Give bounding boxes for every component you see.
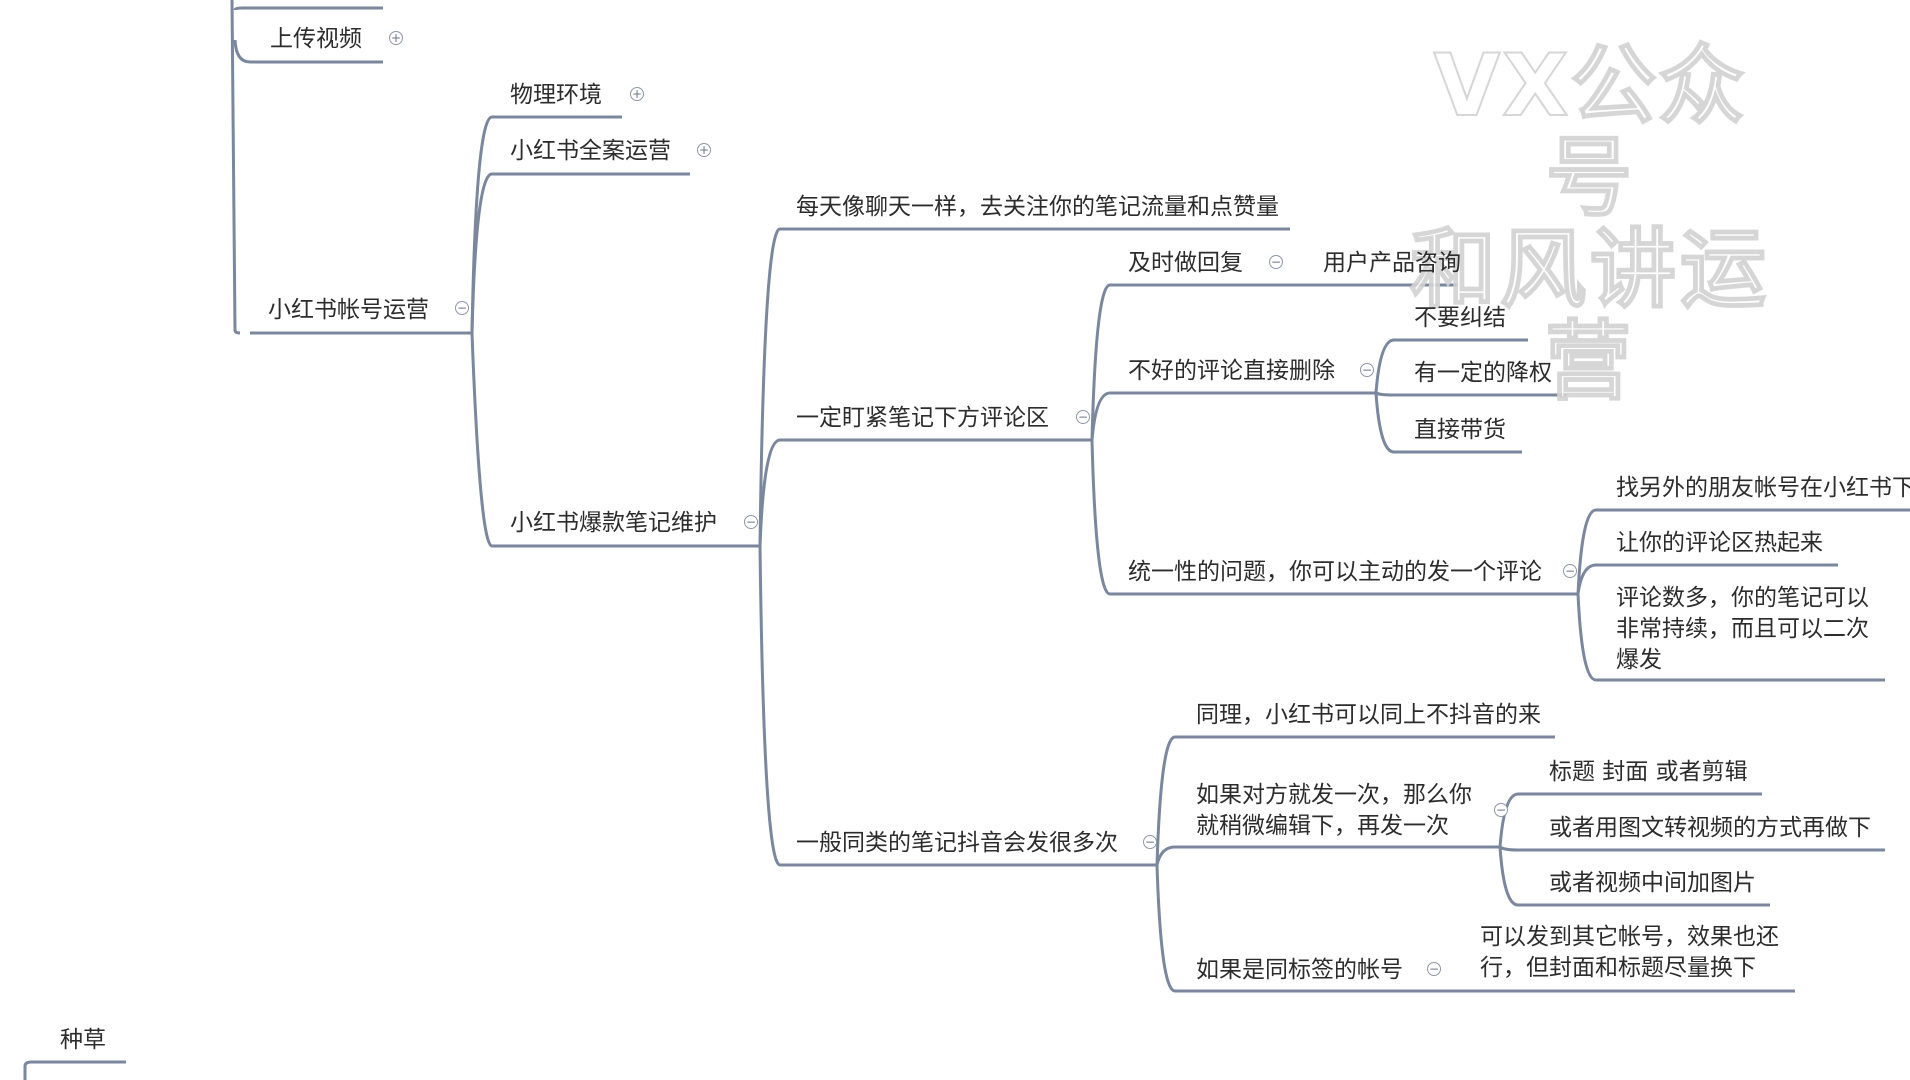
node-delete-bad-comments[interactable]: 不好的评论直接删除 (1128, 358, 1335, 384)
collapse-icon[interactable]: − (1143, 835, 1157, 849)
node-product-inquiry[interactable]: 用户产品咨询 (1323, 250, 1461, 276)
collapse-icon[interactable]: − (1563, 564, 1577, 578)
node-no-struggle[interactable]: 不要纠结 (1414, 305, 1506, 331)
node-physical-env[interactable]: 物理环境 (510, 82, 602, 108)
node-unified-question[interactable]: 统一性的问题，你可以主动的发一个评论 (1128, 559, 1542, 585)
node-seed-grass[interactable]: 种草 (60, 1027, 106, 1053)
node-title-cover-edit[interactable]: 标题 封面 或者剪辑 (1549, 759, 1748, 785)
collapse-icon[interactable]: − (1360, 363, 1374, 377)
watermark: VX公众号 和风讲运营 (1390, 36, 1790, 412)
expand-icon[interactable]: + (389, 31, 403, 45)
expand-icon[interactable]: + (697, 143, 711, 157)
node-same-tag-account[interactable]: 如果是同标签的帐号 (1196, 957, 1403, 983)
node-comment-heat[interactable]: 让你的评论区热起来 (1616, 530, 1823, 556)
node-viral-note-maintenance[interactable]: 小红书爆款笔记维护 (510, 510, 717, 536)
node-account-operation[interactable]: 小红书帐号运营 (268, 297, 429, 323)
watermark-line2: 和风讲运营 (1409, 220, 1770, 412)
node-some-demotion[interactable]: 有一定的降权 (1414, 360, 1552, 386)
node-direct-sales[interactable]: 直接带货 (1414, 417, 1506, 443)
node-upload-video[interactable]: 上传视频 (270, 26, 362, 52)
node-watch-comments[interactable]: 一定盯紧笔记下方评论区 (796, 405, 1049, 431)
collapse-icon[interactable]: − (1427, 962, 1441, 976)
expand-icon[interactable]: + (630, 87, 644, 101)
node-post-again[interactable]: 如果对方就发一次，那么你就稍微编辑下，再发一次 (1196, 782, 1472, 839)
node-full-operation[interactable]: 小红书全案运营 (510, 138, 671, 164)
node-other-friend-account[interactable]: 找另外的朋友帐号在小红书下 (1616, 475, 1910, 501)
collapse-icon[interactable]: − (1076, 410, 1090, 424)
watermark-line1: VX公众号 (1433, 36, 1747, 228)
collapse-icon[interactable]: − (1494, 803, 1508, 817)
node-insert-image[interactable]: 或者视频中间加图片 (1549, 870, 1756, 896)
node-same-principle[interactable]: 同理，小红书可以同上不抖音的来 (1196, 702, 1541, 728)
node-more-comments[interactable]: 评论数多，你的笔记可以非常持续，而且可以二次爆发 (1616, 585, 1869, 673)
node-post-other-accounts[interactable]: 可以发到其它帐号，效果也还行，但封面和标题尽量换下 (1480, 924, 1779, 981)
node-image-to-video[interactable]: 或者用图文转视频的方式再做下 (1549, 815, 1871, 841)
collapse-icon[interactable]: − (1269, 255, 1283, 269)
collapse-icon[interactable]: − (744, 515, 758, 529)
node-douyin-multi[interactable]: 一般同类的笔记抖音会发很多次 (796, 830, 1118, 856)
collapse-icon[interactable]: − (455, 301, 469, 315)
node-reply-in-time[interactable]: 及时做回复 (1128, 250, 1243, 276)
node-daily-chat[interactable]: 每天像聊天一样，去关注你的笔记流量和点赞量 (796, 194, 1279, 220)
